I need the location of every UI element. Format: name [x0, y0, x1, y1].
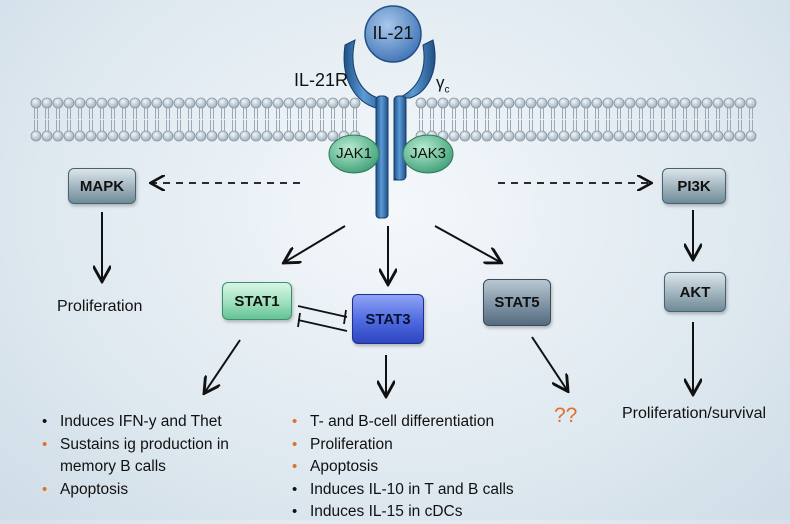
list-item: •T- and B-cell differentiation	[288, 411, 514, 434]
arrow-stat5-unknown	[531, 336, 567, 390]
akt-outcome: Proliferation/survival	[622, 405, 767, 422]
bullet: •	[42, 435, 48, 453]
akt-node: AKT	[664, 272, 726, 312]
list-item: •Induces IL-15 in cDCs	[288, 501, 514, 524]
jak3-label: JAK3	[410, 145, 446, 162]
bullet: •	[292, 435, 298, 453]
list-item: memory B calls	[60, 458, 166, 475]
arrow-stat1-effects	[205, 339, 241, 392]
gamma-c-chain	[393, 39, 436, 181]
bullet: •	[292, 503, 298, 520]
arrow-to-stat5	[434, 225, 500, 262]
bullet: •	[292, 458, 298, 475]
jak1-label: JAK1	[336, 145, 372, 162]
pi3k-node: PI3K	[662, 168, 726, 204]
stat1-stat3-inhibition	[297, 305, 348, 332]
list-item: •Sustains ig production in	[38, 434, 229, 457]
il21r-label: IL-21R	[294, 70, 349, 90]
stat1-effects-list: •Induces IFN-y and Thet •Sustains ig pro…	[38, 411, 229, 501]
mapk-outcome: Proliferation	[57, 298, 143, 315]
bullet: •	[292, 480, 298, 498]
list-item: •Proliferation	[288, 434, 514, 457]
il21-ligand	[364, 5, 422, 63]
il21-label: IL-21	[372, 23, 414, 43]
mapk-node: MAPK	[68, 168, 136, 204]
stat1-node: STAT1	[222, 282, 292, 320]
list-item: •Apoptosis	[38, 479, 229, 502]
cell-membrane	[30, 97, 757, 142]
bullet: •	[42, 413, 48, 430]
list-item: •Induces IFN-y and Thet	[38, 411, 229, 434]
list-item: •Induces IL-10 in T and B calls	[288, 479, 514, 502]
bullet: •	[42, 480, 48, 498]
stat5-outcome: ??	[554, 404, 578, 427]
il21-receptor	[343, 39, 389, 219]
bullet: •	[292, 413, 298, 430]
stat3-node: STAT3	[352, 294, 424, 344]
jak3-kinase	[402, 134, 454, 174]
gamma-c-label: γc	[436, 73, 450, 96]
jak1-kinase	[328, 134, 380, 174]
stat5-node: STAT5	[483, 279, 551, 326]
arrow-to-stat1	[285, 225, 346, 262]
stat3-effects-list: •T- and B-cell differentiation •Prolifer…	[288, 411, 514, 524]
list-item: •Apoptosis	[288, 456, 514, 479]
